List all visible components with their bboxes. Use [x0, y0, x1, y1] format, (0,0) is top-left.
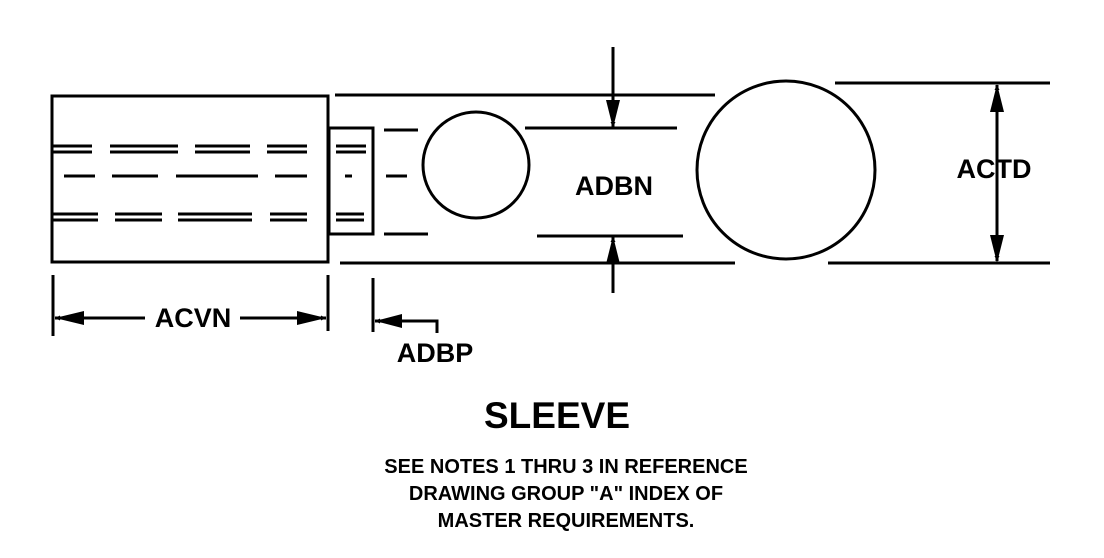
diagram-title: SLEEVE — [484, 395, 630, 436]
acvn-ticks — [51, 275, 330, 336]
adbp-label: ADBP — [397, 338, 474, 368]
note-line-2: DRAWING GROUP "A" INDEX OF — [409, 483, 723, 505]
extension-lines — [335, 81, 1050, 265]
sleeve-collar — [327, 126, 375, 236]
outer-diameter-circle — [695, 79, 877, 261]
actd-label: ACTD — [957, 154, 1032, 184]
note-line-3: MASTER REQUIREMENTS. — [438, 510, 695, 532]
adbn-label: ADBN — [575, 171, 653, 201]
acvn-label: ACVN — [155, 303, 232, 333]
hidden-lines — [53, 144, 366, 222]
sleeve-body-side-view — [50, 94, 330, 264]
note-line-1: SEE NOTES 1 THRU 3 IN REFERENCE — [384, 456, 747, 478]
inner-diameter-circle — [421, 110, 531, 220]
